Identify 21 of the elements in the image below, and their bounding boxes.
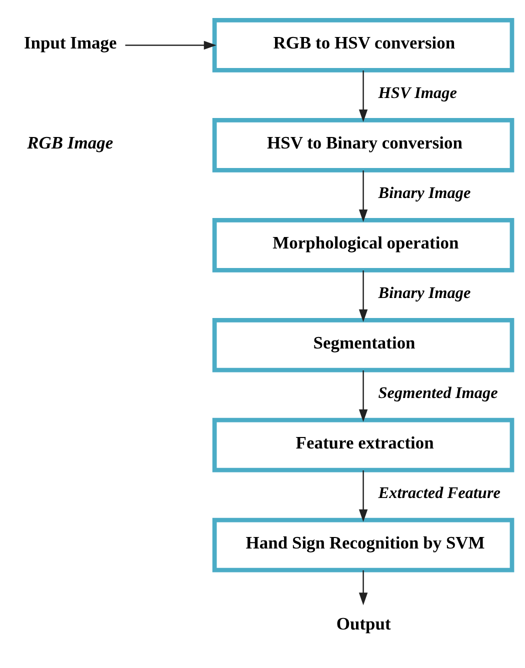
arrow — [358, 570, 368, 605]
edge-label: Segmented Image — [378, 384, 498, 402]
arrow — [358, 370, 368, 422]
node-box: Morphological operation — [212, 217, 514, 272]
arrow — [358, 270, 368, 322]
edge-label: Binary Image — [378, 184, 470, 202]
edge-label: Extracted Feature — [378, 484, 500, 502]
arrow — [358, 470, 368, 522]
node-box: Hand Sign Recognition by SVM — [212, 517, 514, 572]
arrow — [358, 170, 368, 222]
arrow — [358, 70, 368, 122]
node-box: Segmentation — [212, 317, 514, 372]
node-text: Input Image — [23, 32, 116, 52]
edge-label: Binary Image — [378, 284, 470, 302]
arrow — [124, 40, 216, 50]
edge-label: HSV Image — [378, 84, 456, 102]
node-box: HSV to Binary conversion — [212, 118, 514, 172]
node-box: RGB to HSV conversion — [212, 18, 514, 72]
label: RGB Image — [26, 132, 113, 152]
node-text: Output — [336, 613, 390, 634]
node-box: Feature extraction — [212, 417, 514, 472]
